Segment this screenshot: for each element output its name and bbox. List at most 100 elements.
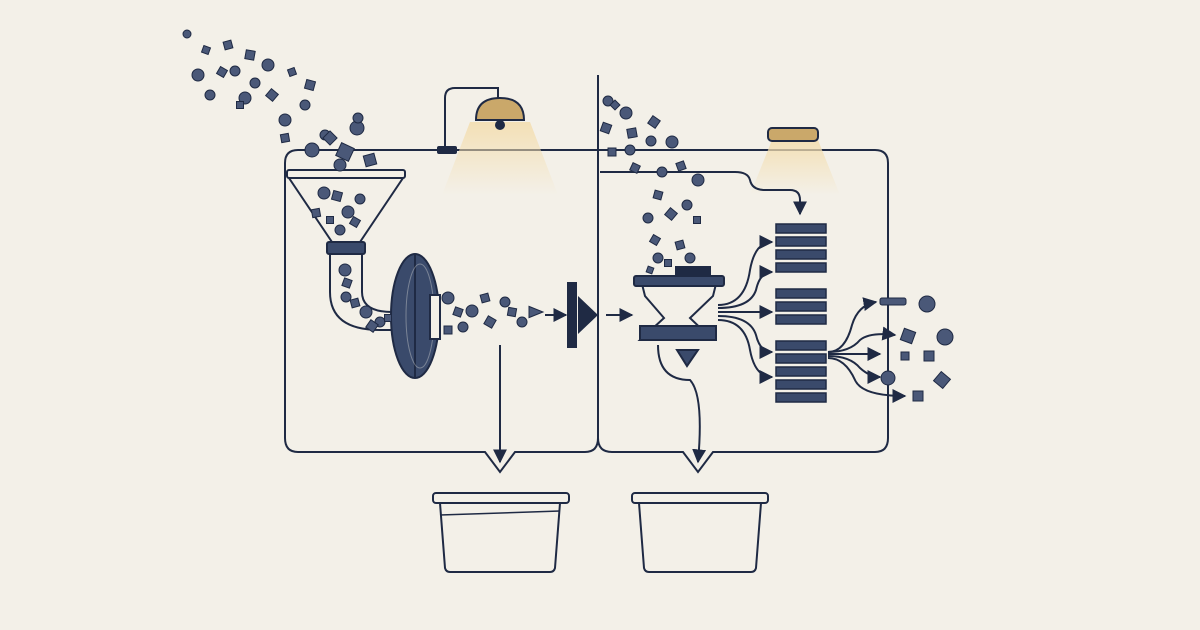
particle xyxy=(236,101,244,109)
particle xyxy=(602,95,614,107)
particle xyxy=(609,99,621,111)
particle xyxy=(338,263,352,277)
bin-left-rim xyxy=(432,492,570,504)
particle xyxy=(663,206,679,222)
particle xyxy=(322,130,338,146)
particle xyxy=(215,65,229,79)
branch-line xyxy=(827,357,907,403)
particle xyxy=(645,265,655,275)
particle xyxy=(675,160,687,172)
particle xyxy=(286,66,298,78)
ceiling-lamp-icon xyxy=(767,127,819,142)
particle xyxy=(249,77,261,89)
particle xyxy=(340,291,352,303)
lamp-left-cord xyxy=(444,87,499,150)
particle xyxy=(303,78,317,92)
particle xyxy=(506,306,518,318)
output-bar xyxy=(879,297,907,306)
branch-line xyxy=(717,235,774,306)
lamp-right xyxy=(750,127,840,195)
particle xyxy=(362,152,378,168)
particle xyxy=(674,239,686,251)
particle xyxy=(918,295,936,313)
particle xyxy=(899,327,917,345)
lamp-right-glow xyxy=(750,140,840,195)
particle xyxy=(664,259,672,267)
layered-stack-icon xyxy=(775,223,827,403)
particle xyxy=(310,207,322,219)
particle xyxy=(656,166,668,178)
branch-line xyxy=(717,265,774,309)
particle xyxy=(349,297,361,309)
particle xyxy=(352,112,364,124)
particle xyxy=(359,305,373,319)
particle xyxy=(693,216,701,224)
stage-two-frame xyxy=(597,149,889,474)
particle xyxy=(691,173,705,187)
particle xyxy=(624,144,636,156)
particle xyxy=(900,351,910,361)
particle xyxy=(619,106,633,120)
particle xyxy=(932,370,952,390)
branch-line xyxy=(827,297,878,353)
collection-bin-icon xyxy=(438,502,562,573)
branch-line xyxy=(827,355,882,384)
particle xyxy=(348,215,362,229)
particle xyxy=(326,216,334,224)
stage-one-frame xyxy=(284,75,599,474)
particle xyxy=(304,142,320,158)
branch-line xyxy=(717,319,774,384)
hourglass-sorter-icon xyxy=(633,266,725,368)
particle xyxy=(335,142,355,162)
particle xyxy=(182,29,192,39)
particle xyxy=(278,113,292,127)
particle xyxy=(244,49,256,61)
particle xyxy=(607,147,617,157)
particle xyxy=(384,314,392,322)
bin-right xyxy=(631,492,769,573)
particle xyxy=(452,306,464,318)
lamp-left xyxy=(437,87,558,195)
particle xyxy=(330,189,344,203)
particle xyxy=(499,296,511,308)
particle xyxy=(626,127,638,139)
particle xyxy=(441,291,455,305)
particle xyxy=(229,65,241,77)
particle xyxy=(222,39,234,51)
particle xyxy=(317,186,331,200)
particle xyxy=(299,99,311,111)
particle xyxy=(483,315,497,329)
particle xyxy=(279,132,291,144)
particle xyxy=(599,121,613,135)
particle xyxy=(465,304,479,318)
particle xyxy=(684,252,696,264)
particle xyxy=(354,193,366,205)
particle xyxy=(648,233,662,247)
particle xyxy=(200,44,212,56)
particle xyxy=(334,224,346,236)
particle xyxy=(261,58,275,72)
particle xyxy=(665,135,679,149)
sorter-drop-line xyxy=(657,344,707,464)
particle xyxy=(645,135,657,147)
lamp-left-glow xyxy=(442,122,558,195)
particle xyxy=(191,68,205,82)
branch-line xyxy=(827,326,897,353)
particle xyxy=(333,158,347,172)
particle xyxy=(642,212,654,224)
bin-left-mark xyxy=(439,510,561,516)
lamp-left-mount xyxy=(437,146,457,154)
particle xyxy=(528,305,545,319)
particle xyxy=(443,325,453,335)
particle xyxy=(516,316,528,328)
particle xyxy=(264,87,280,103)
particle xyxy=(647,115,661,129)
particle xyxy=(341,277,353,289)
collection-bin-icon xyxy=(637,502,763,573)
particle xyxy=(681,199,693,211)
ceiling-lamp-icon xyxy=(474,96,526,121)
particles xyxy=(182,29,954,402)
